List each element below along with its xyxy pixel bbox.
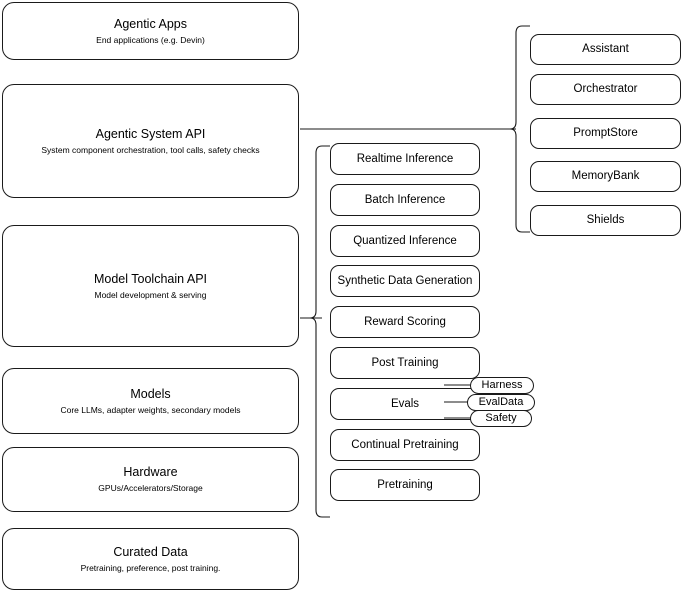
evals-sub-safety[interactable]: Safety: [470, 410, 532, 427]
component-label: Shields: [586, 214, 625, 226]
capability-evals[interactable]: Evals: [330, 388, 480, 420]
capability-label: Post Training: [371, 356, 439, 369]
component-assistant[interactable]: Assistant: [530, 34, 681, 65]
capability-quantized-inference[interactable]: Quantized Inference: [330, 225, 480, 257]
bracket-system-components: [509, 25, 530, 233]
capability-label: Reward Scoring: [364, 315, 446, 328]
capability-reward-scoring[interactable]: Reward Scoring: [330, 306, 480, 338]
layer-hardware[interactable]: Hardware GPUs/Accelerators/Storage: [2, 447, 299, 512]
evals-sub-evaldata[interactable]: EvalData: [467, 394, 535, 411]
layer-subtitle: Model development & serving: [94, 289, 207, 300]
layer-title: Agentic System API: [95, 126, 206, 141]
layer-title: Curated Data: [113, 544, 188, 559]
component-promptstore[interactable]: PromptStore: [530, 118, 681, 149]
component-memorybank[interactable]: MemoryBank: [530, 161, 681, 192]
capability-label: Batch Inference: [364, 193, 446, 206]
layer-models[interactable]: Models Core LLMs, adapter weights, secon…: [2, 368, 299, 434]
capability-label: Realtime Inference: [356, 152, 454, 165]
capability-synthetic-data-generation[interactable]: Synthetic Data Generation: [330, 265, 480, 297]
layer-agentic-system-api[interactable]: Agentic System API System component orch…: [2, 84, 299, 198]
capability-label: Synthetic Data Generation: [337, 274, 473, 287]
layer-subtitle: Core LLMs, adapter weights, secondary mo…: [60, 404, 241, 415]
bracket-toolchain-capabilities: [309, 145, 330, 518]
component-label: MemoryBank: [571, 170, 640, 182]
capability-batch-inference[interactable]: Batch Inference: [330, 184, 480, 216]
component-shields[interactable]: Shields: [530, 205, 681, 236]
evals-sub-harness[interactable]: Harness: [470, 377, 534, 394]
capability-label: Evals: [390, 397, 420, 410]
capability-realtime-inference[interactable]: Realtime Inference: [330, 143, 480, 175]
capability-label: Quantized Inference: [353, 234, 457, 247]
component-label: Orchestrator: [573, 83, 638, 95]
evals-sub-label: Harness: [481, 379, 523, 391]
layer-agentic-apps[interactable]: Agentic Apps End applications (e.g. Devi…: [2, 2, 299, 60]
layer-title: Agentic Apps: [114, 16, 187, 31]
layer-subtitle: Pretraining, preference, post training.: [80, 562, 221, 573]
component-orchestrator[interactable]: Orchestrator: [530, 74, 681, 105]
layer-subtitle: GPUs/Accelerators/Storage: [98, 483, 203, 493]
capability-continual-pretraining[interactable]: Continual Pretraining: [330, 429, 480, 461]
layer-subtitle: End applications (e.g. Devin): [96, 34, 205, 45]
layer-title: Model Toolchain API: [93, 271, 208, 286]
capability-label: Pretraining: [377, 478, 433, 491]
capability-post-training[interactable]: Post Training: [330, 347, 480, 379]
evals-sub-label: EvalData: [478, 396, 524, 408]
capability-label: Continual Pretraining: [351, 438, 459, 451]
evals-sub-label: Safety: [485, 412, 517, 424]
layer-subtitle: System component orchestration, tool cal…: [41, 144, 260, 155]
layer-model-toolchain-api[interactable]: Model Toolchain API Model development & …: [2, 225, 299, 347]
capability-pretraining[interactable]: Pretraining: [330, 469, 480, 501]
layer-curated-data[interactable]: Curated Data Pretraining, preference, po…: [2, 528, 299, 590]
component-label: PromptStore: [573, 127, 638, 139]
component-label: Assistant: [582, 43, 629, 55]
layer-title: Models: [130, 386, 171, 401]
layer-title: Hardware: [123, 465, 178, 479]
